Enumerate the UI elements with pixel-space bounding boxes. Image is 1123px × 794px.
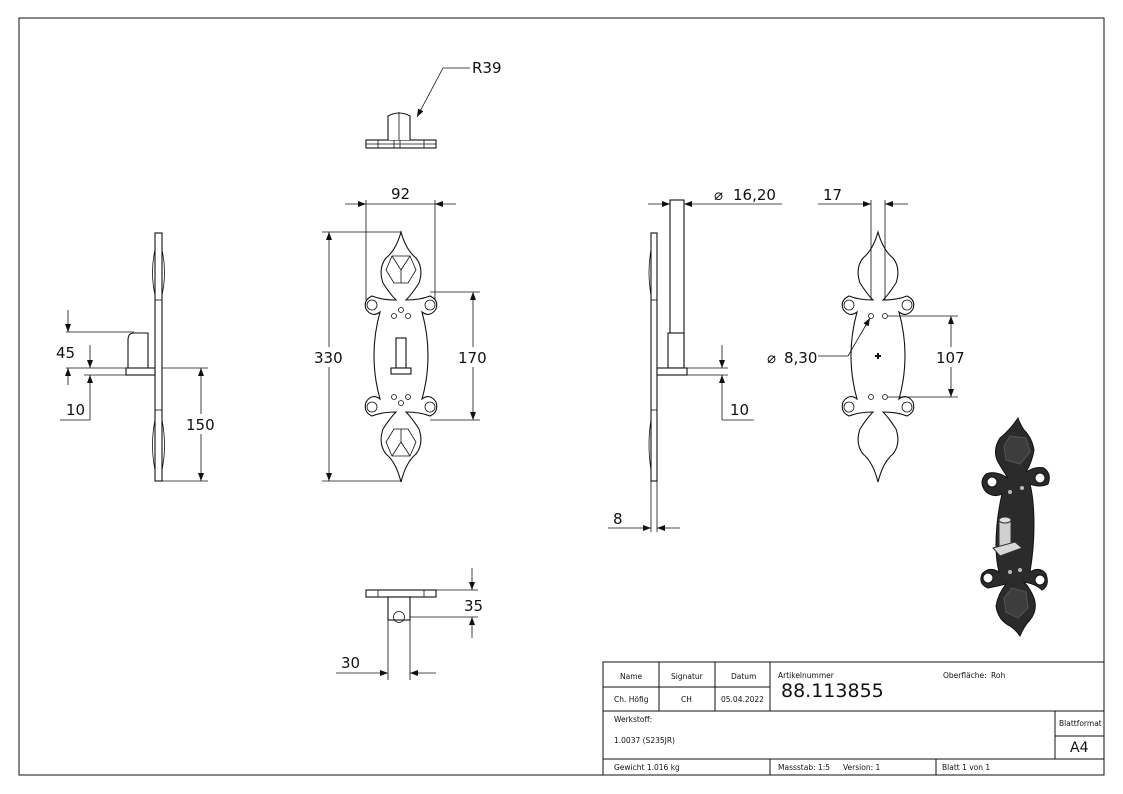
dim-8: 8 [613, 510, 623, 528]
tb-value-datum: 05.04.2022 [721, 695, 764, 704]
tb-header-artikelnummer: Artikelnummer [778, 671, 835, 680]
tb-blattformat-value: A4 [1070, 740, 1089, 756]
dim-10-right: 10 [730, 401, 749, 419]
dim-diameter-16-20: 16,20 [733, 186, 776, 204]
dim-92: 92 [391, 185, 410, 203]
tb-header-datum: Datum [731, 672, 756, 681]
tb-werkstoff-value: 1.0037 (S235JR) [614, 736, 675, 745]
dim-35: 35 [464, 597, 483, 615]
dim-17: 17 [823, 186, 842, 204]
tb-header-signatur: Signatur [671, 672, 704, 681]
tb-blattformat-label: Blattformat [1059, 719, 1102, 728]
dim-diameter-8-30: 8,30 [784, 349, 817, 367]
dim-45: 45 [56, 344, 75, 362]
r39-label: R39 [472, 59, 502, 77]
tb-blatt: Blatt 1 von 1 [942, 763, 990, 772]
side-view-right: ⌀ 16,20 10 8 [608, 186, 782, 532]
isometric-view [980, 416, 1050, 638]
front-view: 92 330 170 [312, 185, 490, 483]
diameter-symbol: ⌀ [714, 186, 723, 204]
tb-oberflaeche-value: Roh [991, 671, 1005, 680]
tb-value-signatur: CH [681, 695, 692, 704]
dim-150: 150 [186, 416, 215, 434]
side-view-left: 45 10 150 [56, 232, 218, 482]
tb-massstab: Massstab: 1:5 [778, 763, 830, 772]
tb-value-name: Ch. Höfig [614, 695, 649, 704]
tb-value-artikelnummer: 88.113855 [781, 680, 884, 702]
back-view: 17 ⌀ 8,30 107 [767, 186, 968, 483]
sheet-border [18, 17, 1105, 776]
tb-werkstoff-label: Werkstoff: [614, 715, 652, 724]
bottom-view: 35 30 [336, 568, 483, 680]
tb-version: Version: 1 [843, 763, 880, 772]
dim-107: 107 [936, 349, 965, 367]
hole-diameter-symbol: ⌀ [767, 349, 776, 367]
tb-header-oberflaeche: Oberfläche: [943, 671, 987, 680]
tb-header-name: Name [620, 672, 643, 681]
dim-10-left: 10 [66, 401, 85, 419]
dim-30: 30 [341, 654, 360, 672]
dim-170: 170 [458, 349, 487, 367]
tb-gewicht: Gewicht 1.016 kg [614, 763, 680, 772]
top-view: R39 [365, 59, 502, 149]
dim-330: 330 [314, 349, 343, 367]
title-block: Name Signatur Datum Artikelnummer Oberfl… [602, 661, 1105, 776]
